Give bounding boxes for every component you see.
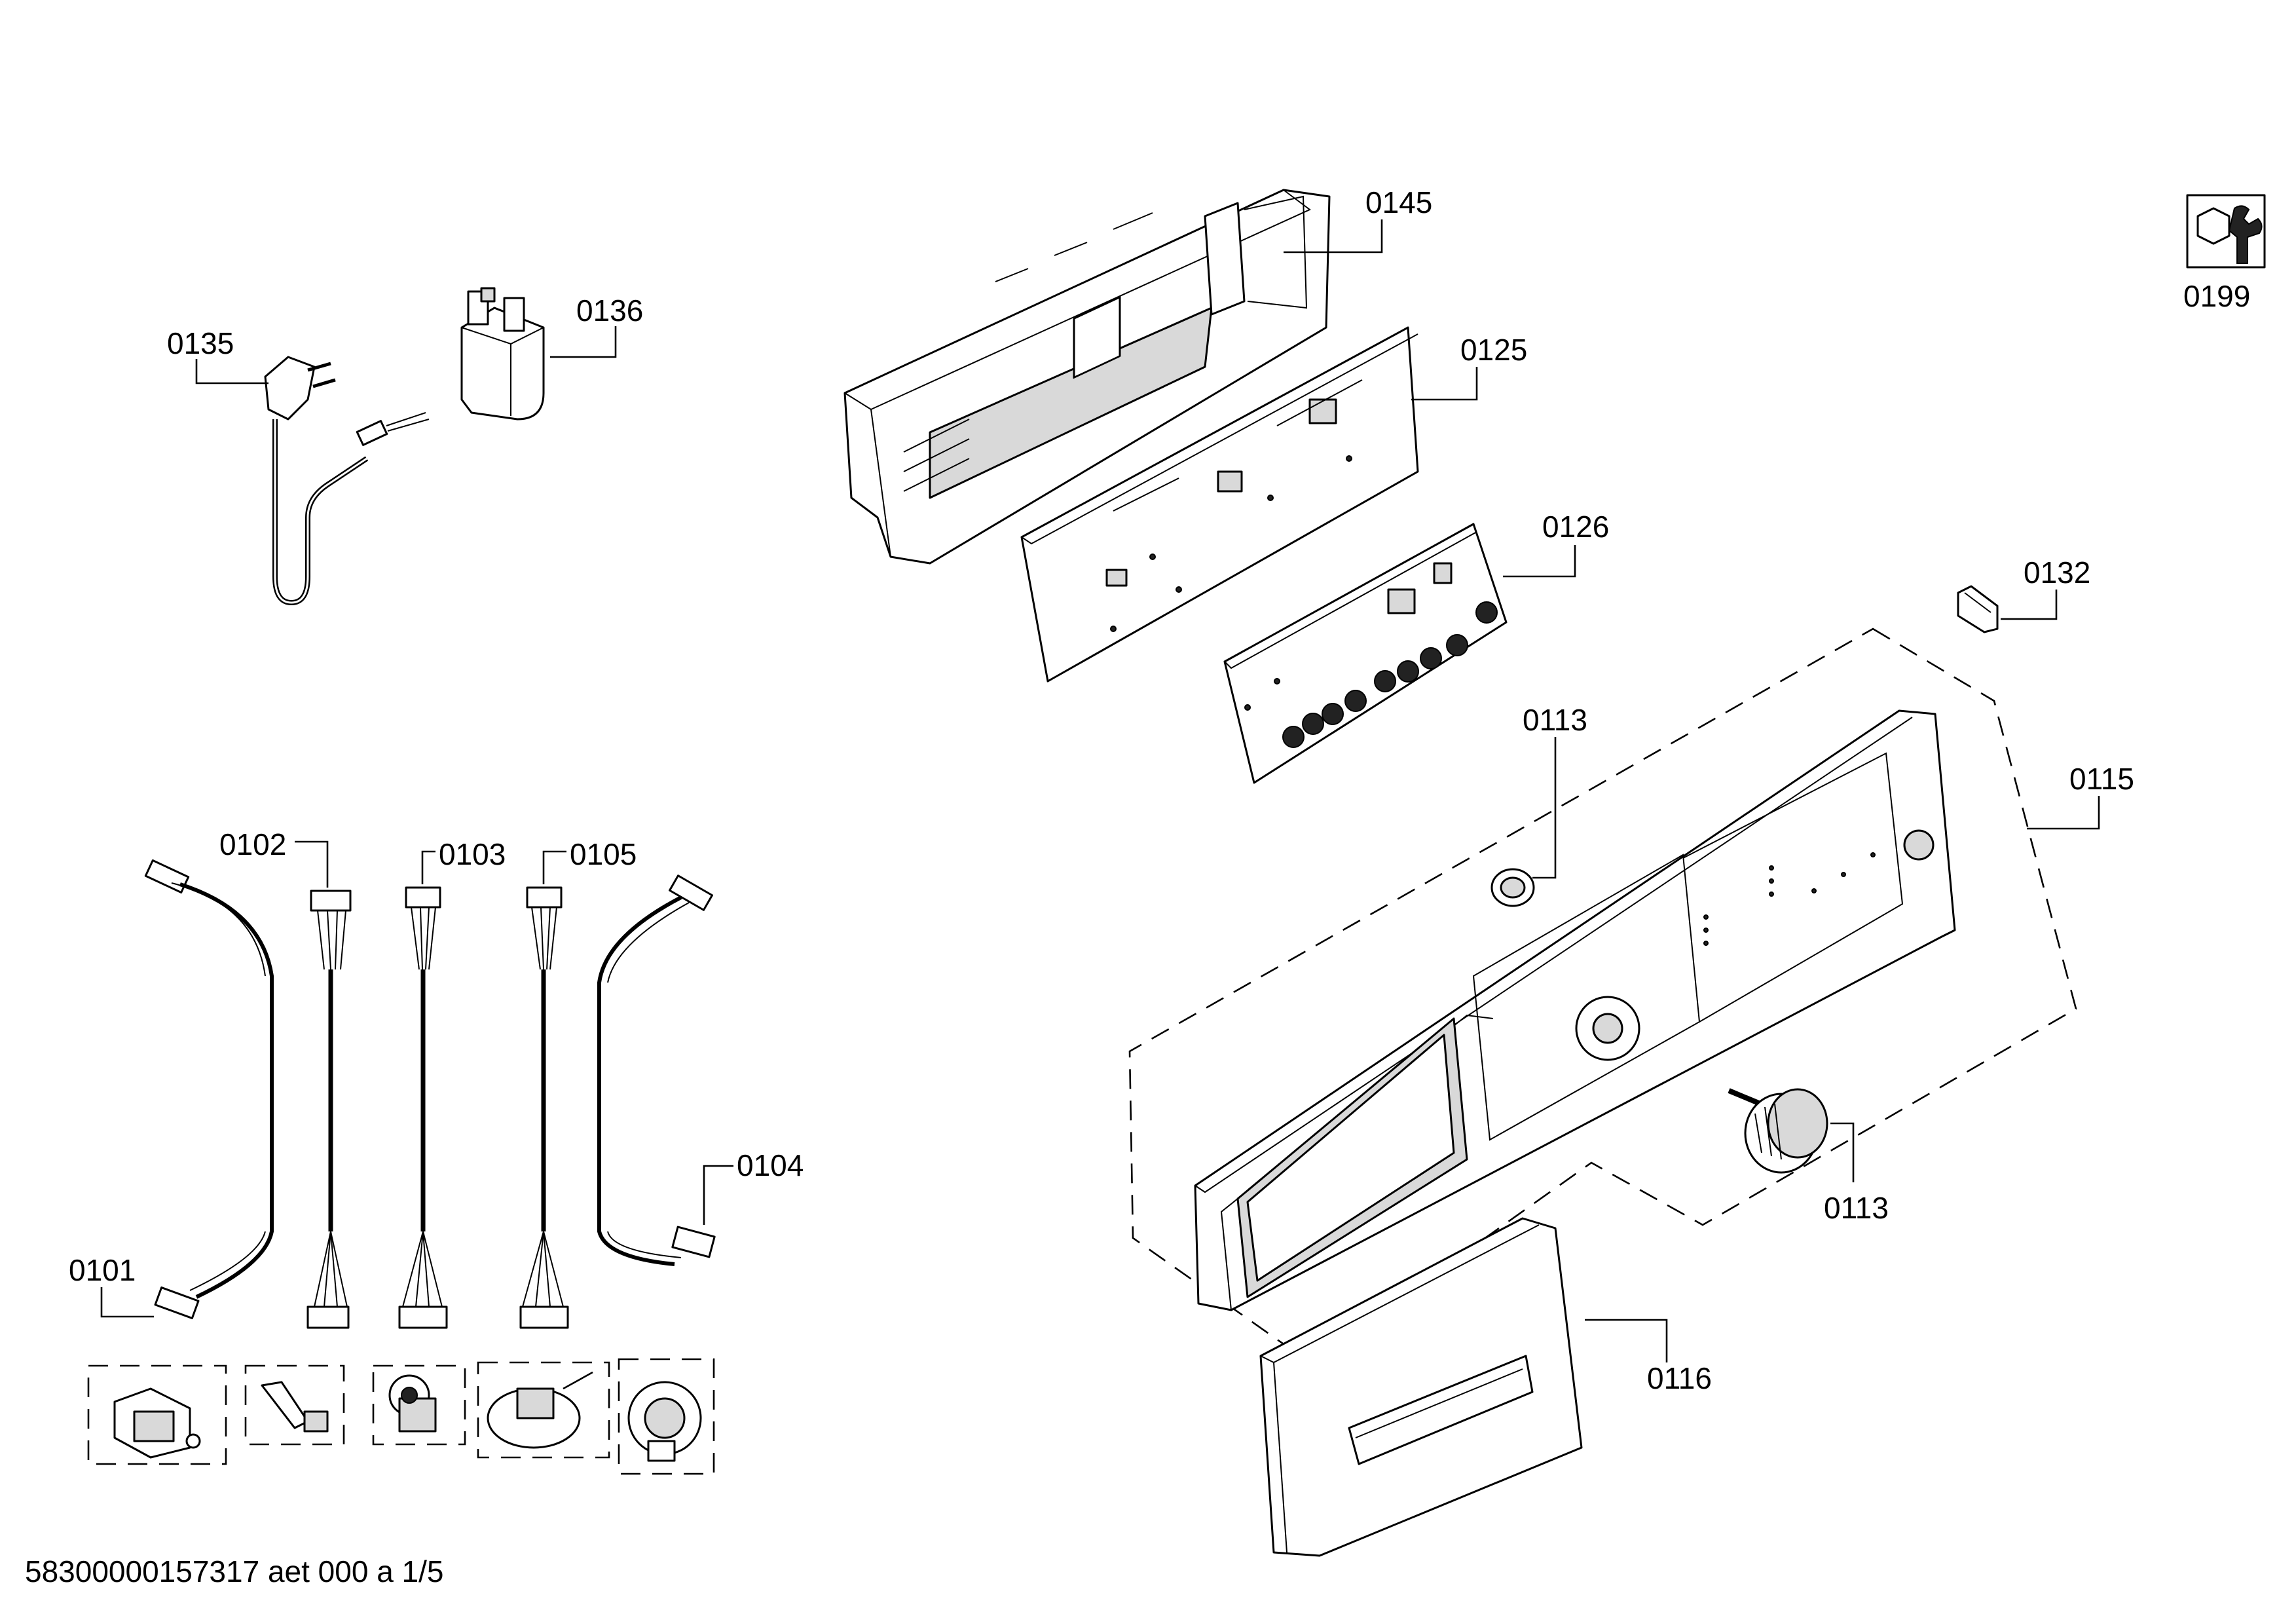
power-cord xyxy=(264,356,430,606)
drawing-reference-footer: 58300000157317 aet 000 a 1/5 xyxy=(25,1554,444,1588)
part-label-0199: 0199 xyxy=(2183,279,2250,313)
wiring-harness-0103 xyxy=(398,886,448,1329)
part-label-0135: 0135 xyxy=(167,326,234,360)
wiring-harness-0102 xyxy=(306,890,352,1329)
part-label-0145: 0145 xyxy=(1365,185,1432,219)
part-label-0126: 0126 xyxy=(1542,510,1609,544)
power-module-pcb xyxy=(1020,326,1419,683)
part-label-0115: 0115 xyxy=(2069,762,2134,796)
part-label-0105: 0105 xyxy=(570,837,637,871)
part-label-0104: 0104 xyxy=(737,1148,804,1182)
control-module-housing xyxy=(843,189,1331,565)
fascia-panel xyxy=(1194,709,1956,1311)
component-sensor xyxy=(244,1364,345,1446)
wiring-harness-0105 xyxy=(519,886,569,1329)
selector-knob xyxy=(1728,1088,1828,1174)
assembly-boundary xyxy=(1128,628,2077,1364)
drawer-handle xyxy=(1259,1217,1583,1557)
component-pump xyxy=(372,1364,466,1446)
interference-filter xyxy=(460,287,545,421)
part-label-0102: 0102 xyxy=(219,827,286,861)
part-label-0132: 0132 xyxy=(2024,555,2090,590)
component-valve xyxy=(87,1364,227,1465)
wrench-nut-icon xyxy=(2186,194,2266,269)
part-label-0101: 0101 xyxy=(69,1253,136,1287)
part-label-0103: 0103 xyxy=(439,837,506,871)
part-label-0116: 0116 xyxy=(1647,1361,1712,1395)
knob-adapter xyxy=(1491,868,1535,907)
part-label-0136: 0136 xyxy=(576,293,643,328)
wiring-harness-0104 xyxy=(597,874,716,1266)
operating-module-pcb xyxy=(1223,523,1508,784)
component-pressure-switch xyxy=(618,1358,715,1475)
wiring-harness-0101 xyxy=(144,859,274,1319)
retaining-clip xyxy=(1957,585,1999,633)
component-door-lock xyxy=(477,1361,610,1459)
part-label-0113-knob: 0113 xyxy=(1824,1191,1889,1225)
part-label-0125: 0125 xyxy=(1460,333,1527,367)
part-label-0113-adapter: 0113 xyxy=(1523,703,1587,737)
